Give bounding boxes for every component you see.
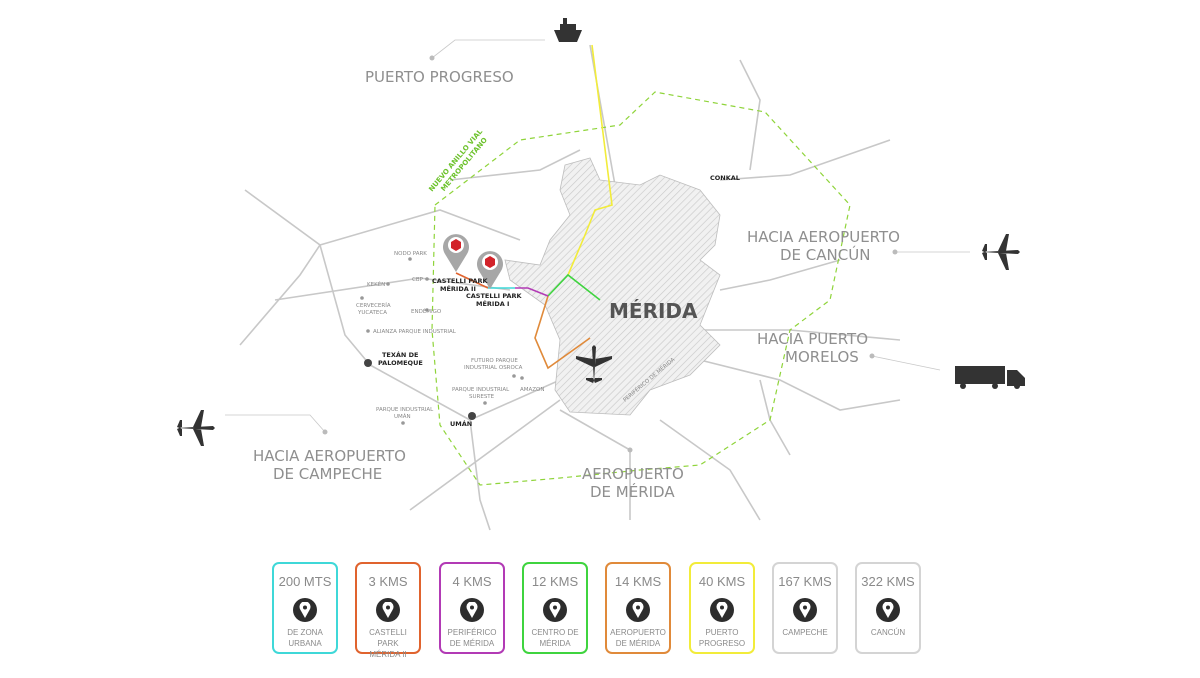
distance-label-1: PERIFÉRICO [447, 628, 497, 637]
distance-label-1: CANCÚN [870, 628, 906, 637]
label-castelli2-2: MÉRIDA II [440, 284, 476, 293]
label-futuro-1: FUTURO PARQUE [471, 358, 518, 364]
route-progreso [567, 44, 613, 276]
route-castelli2 [455, 272, 489, 289]
label-castelli1-1: CASTELLI PARK [466, 292, 523, 300]
label-cerveceria-1: CERVECERÍA [356, 302, 391, 309]
distance-card: 40 KMS PUERTO PROGRESO [689, 562, 755, 654]
distance-value: 322 KMS [861, 574, 915, 589]
distance-card: 322 KMS CANCÚN [855, 562, 921, 654]
truck-icon [955, 366, 1025, 389]
label-campeche-1: HACIA AEROPUERTO [253, 447, 406, 465]
location-pin-icon [443, 234, 469, 272]
distance-label-2: PROGRESO [698, 639, 746, 648]
location-pin-icon [293, 598, 317, 622]
label-texan-2: PALOMEQUE [378, 359, 423, 367]
distance-card: 167 KMS CAMPECHE [772, 562, 838, 654]
label-morelos-2: MORELOS [785, 348, 859, 366]
merida-urban-area [504, 157, 721, 416]
distance-card: 200 MTS DE ZONA URBANA [272, 562, 338, 654]
distance-label-1: CAMPECHE [782, 628, 828, 637]
distance-value: 40 KMS [698, 574, 746, 589]
route-periferico [515, 287, 549, 297]
label-airport-1: AEROPUERTO [582, 465, 684, 483]
location-pin-icon [710, 598, 734, 622]
distance-value: 14 KMS [614, 574, 662, 589]
label-ring-1: NUEVO ANILLO VIAL [427, 127, 484, 193]
distance-label-2: URBANA [288, 639, 322, 648]
distance-card: 3 KMS CASTELLI PARK MÉRIDA II [355, 562, 421, 659]
label-nodo-park: NODO PARK [394, 251, 427, 257]
distance-label-1: DE ZONA [287, 628, 323, 637]
location-pin-icon [793, 598, 817, 622]
location-pin-icon [876, 598, 900, 622]
route-centro [547, 273, 601, 301]
label-alianza: ALIANZA PARQUE INDUSTRIAL [373, 329, 457, 335]
label-uman: UMÁN [450, 419, 472, 428]
nuevo-anillo-vial [431, 91, 851, 486]
label-endemigo: ENDÉMIGO [411, 307, 442, 315]
location-pin-icon [477, 251, 503, 289]
label-cbp: CBP [412, 277, 424, 283]
label-conkal: CONKAL [710, 174, 740, 182]
distance-label-2: MÉRIDA [539, 639, 571, 648]
location-pin-icon [626, 598, 650, 622]
distance-value: 12 KMS [531, 574, 579, 589]
distance-label-1: CENTRO DE [531, 628, 579, 637]
distance-label-2: MÉRIDA II [369, 650, 407, 659]
label-uman-park-2: UMÁN [394, 413, 411, 420]
location-pin-icon [543, 598, 567, 622]
label-campeche-2: DE CAMPECHE [273, 465, 382, 483]
airplane-icon [177, 410, 215, 446]
distance-label-1: CASTELLI PARK [369, 628, 407, 648]
label-texan-1: TEXÁN DE [382, 350, 418, 359]
distance-label-1: AEROPUERTO [610, 628, 666, 637]
airplane-icon [982, 234, 1020, 270]
label-puerto-progreso: PUERTO PROGRESO [365, 68, 514, 86]
label-futuro-2: INDUSTRIAL OSROCA [464, 365, 523, 371]
label-keken: KEKÉN [367, 280, 385, 288]
distance-label-2: DE MÉRIDA [449, 639, 495, 648]
distance-value: 3 KMS [368, 574, 408, 589]
airplane-icon [576, 345, 612, 383]
location-map: PUERTO PROGRESO HACIA AEROPUERTO DE CANC… [177, 18, 1025, 531]
label-airport-2: DE MÉRIDA [590, 482, 675, 501]
label-cancun-1: HACIA AEROPUERTO [747, 228, 900, 246]
location-pin-icon [376, 598, 400, 622]
distance-label-1: PUERTO [705, 628, 739, 637]
distance-card: 14 KMS AEROPUERTO DE MÉRIDA [605, 562, 671, 654]
distance-value: 167 KMS [778, 574, 832, 589]
location-pin-icon [460, 598, 484, 622]
label-castelli1-2: MÉRIDA I [476, 299, 509, 308]
label-cancun-2: DE CANCÚN [780, 245, 870, 264]
distance-value: 200 MTS [278, 574, 332, 589]
distance-card: 4 KMS PERIFÉRICO DE MÉRIDA [439, 562, 505, 654]
distance-label-2: DE MÉRIDA [615, 639, 661, 648]
distance-card: 12 KMS CENTRO DE MÉRIDA [522, 562, 588, 654]
label-merida: MÉRIDA [609, 299, 698, 323]
label-morelos-1: HACIA PUERTO [757, 330, 868, 348]
label-sureste-1: PARQUE INDUSTRIAL [452, 387, 510, 393]
label-castelli2-1: CASTELLI PARK [432, 277, 489, 285]
label-cerveceria-2: YUCATECA [357, 310, 387, 316]
ship-icon [554, 18, 582, 42]
label-amazon: AMAZON [520, 387, 544, 393]
distance-value: 4 KMS [452, 574, 492, 589]
label-sureste-2: SURESTE [469, 394, 495, 400]
route-aeropuerto [534, 295, 591, 370]
label-uman-park-1: PARQUE INDUSTRIAL [376, 407, 434, 413]
